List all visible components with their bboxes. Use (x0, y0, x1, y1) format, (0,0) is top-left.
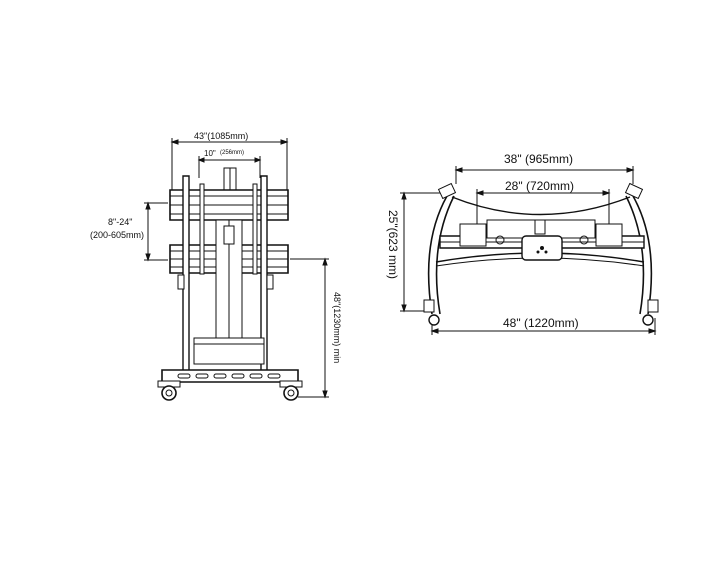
range-mm-label: (200-605mm) (90, 230, 145, 240)
outer-width-label: 38" (965mm) (504, 152, 573, 166)
vesa-mm-label: (256mm) (220, 150, 245, 156)
inner-width-label: 28" (720mm) (505, 179, 574, 193)
base-width-label: 48" (1220mm) (503, 316, 579, 330)
left-post (183, 176, 189, 372)
base-plate (162, 370, 298, 382)
right-caster (280, 381, 302, 400)
shelf (194, 338, 264, 364)
depth-label: 25"(623 mm) (386, 210, 400, 279)
range-label: 8"-24" (108, 217, 133, 227)
left-clamp (460, 224, 486, 246)
right-clamp (596, 224, 622, 246)
top-right-caster (643, 300, 658, 325)
front-view-drawing (144, 138, 329, 400)
top-arc (452, 197, 630, 215)
vesa-label: 10" (204, 149, 216, 158)
front-width-label: 43"(1085mm) (194, 131, 249, 141)
top-left-caster (424, 300, 439, 325)
top-view-drawing (400, 166, 658, 335)
left-caster (158, 381, 180, 400)
height-label: 48"(1230mm) min (332, 292, 342, 364)
